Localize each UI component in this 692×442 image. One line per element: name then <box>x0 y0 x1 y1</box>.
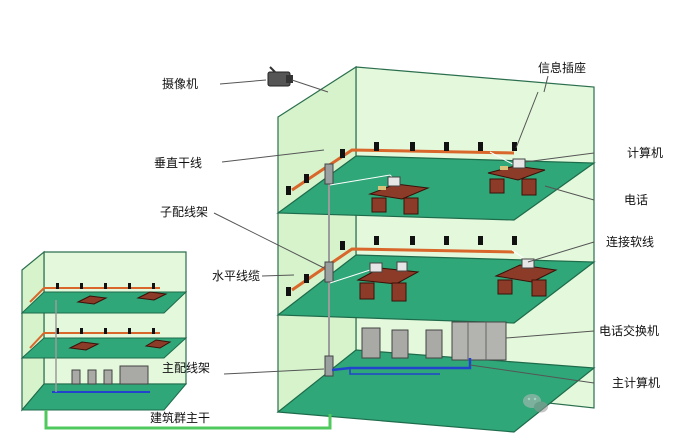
sub-frame-floor-2 <box>324 261 334 283</box>
desk-floor-2-left <box>356 261 420 302</box>
label-vertical-trunk: 垂直干线 <box>154 156 202 170</box>
camera-icon <box>267 66 293 87</box>
small-floor-1 <box>20 383 188 411</box>
label-patch-cord: 连接软线 <box>606 234 654 249</box>
computer-icon <box>521 258 535 269</box>
computer-icon <box>369 262 383 273</box>
label-campus-backbone: 建筑群主干 <box>150 410 210 425</box>
telephone-icon <box>500 166 508 170</box>
small-left-wall <box>21 250 45 412</box>
ground-floor-blue-cable <box>331 358 472 372</box>
label-camera: 摄像机 <box>162 76 198 91</box>
main-building <box>267 65 596 433</box>
floor-2-cable-tray <box>291 247 515 292</box>
label-computer: 计算机 <box>627 145 663 160</box>
desk-floor-3-right <box>487 158 546 196</box>
wechat-logo-icon <box>523 394 548 413</box>
small-equipment <box>71 365 149 385</box>
label-main-distribution-frame: 主配线架 <box>162 361 210 375</box>
server-cabinet-2 <box>391 329 409 359</box>
small-desks <box>68 291 172 351</box>
small-floor-2-cable-tray <box>29 332 160 349</box>
campus-backbone-line <box>44 410 332 430</box>
label-telephone: 电话 <box>624 193 648 207</box>
desk-floor-2-right <box>494 258 558 297</box>
ground-floor-equipment <box>361 321 507 361</box>
small-floor-2 <box>20 337 188 359</box>
desk-floor-3-left <box>368 176 430 215</box>
telephone-icon <box>378 186 386 190</box>
floor-2-outlets <box>286 236 517 296</box>
label-telephone-switch: 电话交换机 <box>599 323 659 338</box>
label-sub-distribution-frame: 子配线架 <box>160 205 208 219</box>
label-main-computer: 主计算机 <box>612 375 660 390</box>
floor-3-outlets <box>286 142 517 195</box>
server-cabinet-3 <box>425 329 443 359</box>
main-frame <box>324 355 334 377</box>
label-info-outlet: 信息插座 <box>538 60 586 75</box>
telephone-switch-unit <box>451 321 507 361</box>
server-cabinet-1 <box>361 327 381 359</box>
leader-lines <box>213 75 595 384</box>
floor-2-patch-cable-2 <box>511 249 527 261</box>
label-horizontal-cable: 水平线缆 <box>212 269 260 283</box>
computer-icon <box>396 261 408 272</box>
computer-icon <box>387 176 401 187</box>
small-outlets <box>56 283 155 334</box>
sub-frame-floor-3 <box>324 163 334 185</box>
floor-3-cable-tray <box>291 148 515 192</box>
computer-icon <box>512 158 526 169</box>
ground-floor-blue-cable-2 <box>349 368 440 375</box>
small-floor-3-cable-tray <box>29 287 160 303</box>
secondary-building <box>20 250 188 412</box>
